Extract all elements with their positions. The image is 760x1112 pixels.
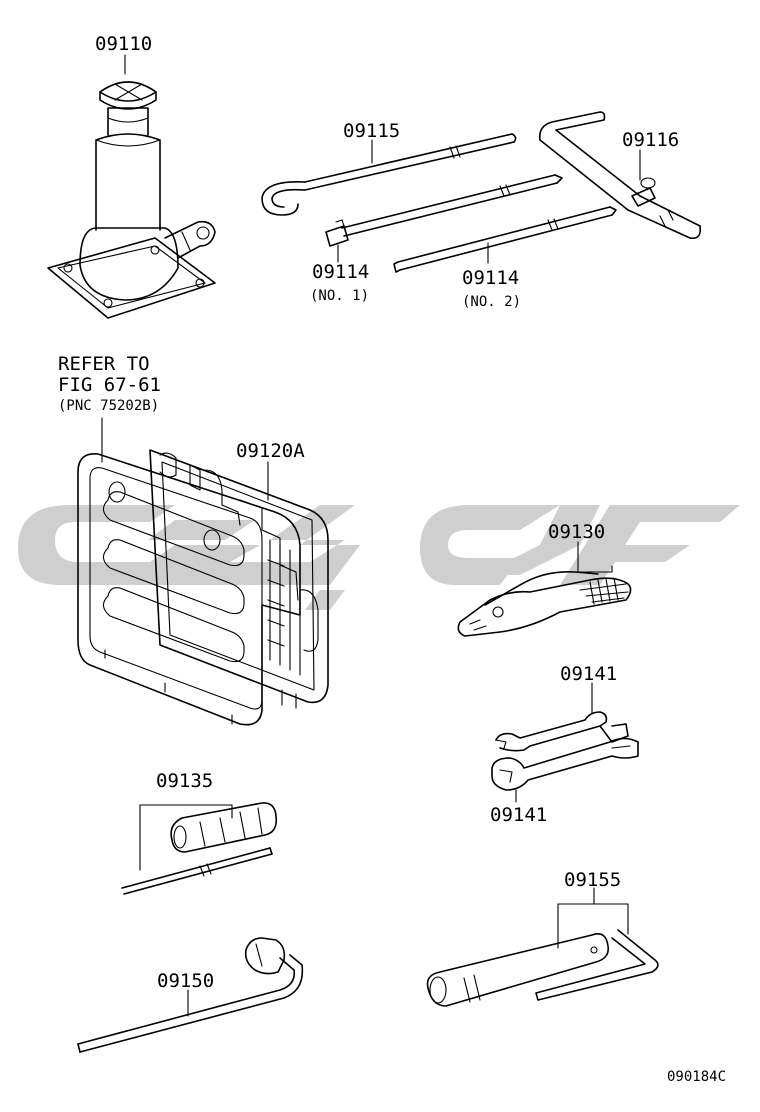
reference-line-3: (PNC 75202B): [58, 398, 159, 414]
extension-bar-no2-illustration: [393, 206, 617, 273]
t-handle-part-number: 09116: [622, 129, 679, 151]
extension-bar-no1-illustration: [325, 174, 563, 247]
screwdriver-part-number: 09135: [156, 770, 213, 792]
jack-illustration: [47, 81, 216, 319]
extension-bar-no1-part-number: 09114: [312, 261, 369, 283]
reference-line-1: REFER TO: [58, 353, 150, 375]
jack-handle-illustration: [261, 133, 517, 216]
hub-nut-wrench-part-number: 09150: [157, 970, 214, 992]
plug-wrench-part-number: 09155: [564, 869, 621, 891]
jack-handle-part-number: 09115: [343, 120, 400, 142]
extension-bar-no2-part-number: 09114: [462, 267, 519, 289]
plug-wrench-illustration: [426, 929, 659, 1007]
hub-nut-wrench-illustration: [77, 937, 304, 1053]
pliers-part-number: 09130: [548, 521, 605, 543]
jack-part-number: 09110: [95, 33, 152, 55]
pliers-illustration: [457, 570, 632, 637]
wrench-bottom-illustration: [491, 737, 639, 791]
reference-line-2: FIG 67-61: [58, 374, 161, 396]
extension-bar-no1-note: (NO. 1): [310, 288, 369, 304]
t-handle-illustration: [538, 111, 702, 240]
wrench-top-part-number: 09141: [560, 663, 617, 685]
extension-bar-no2-note: (NO. 2): [462, 294, 521, 310]
screwdriver-illustration: [121, 802, 278, 895]
wrench-top-illustration: [495, 711, 629, 752]
illustration-code: 090184C: [667, 1069, 726, 1085]
wrench-bottom-part-number: 09141: [490, 804, 547, 826]
tool-tray-illustration: [77, 449, 329, 726]
tool-tray-part-number: 09120A: [236, 440, 305, 462]
watermark-logo: [18, 505, 740, 610]
